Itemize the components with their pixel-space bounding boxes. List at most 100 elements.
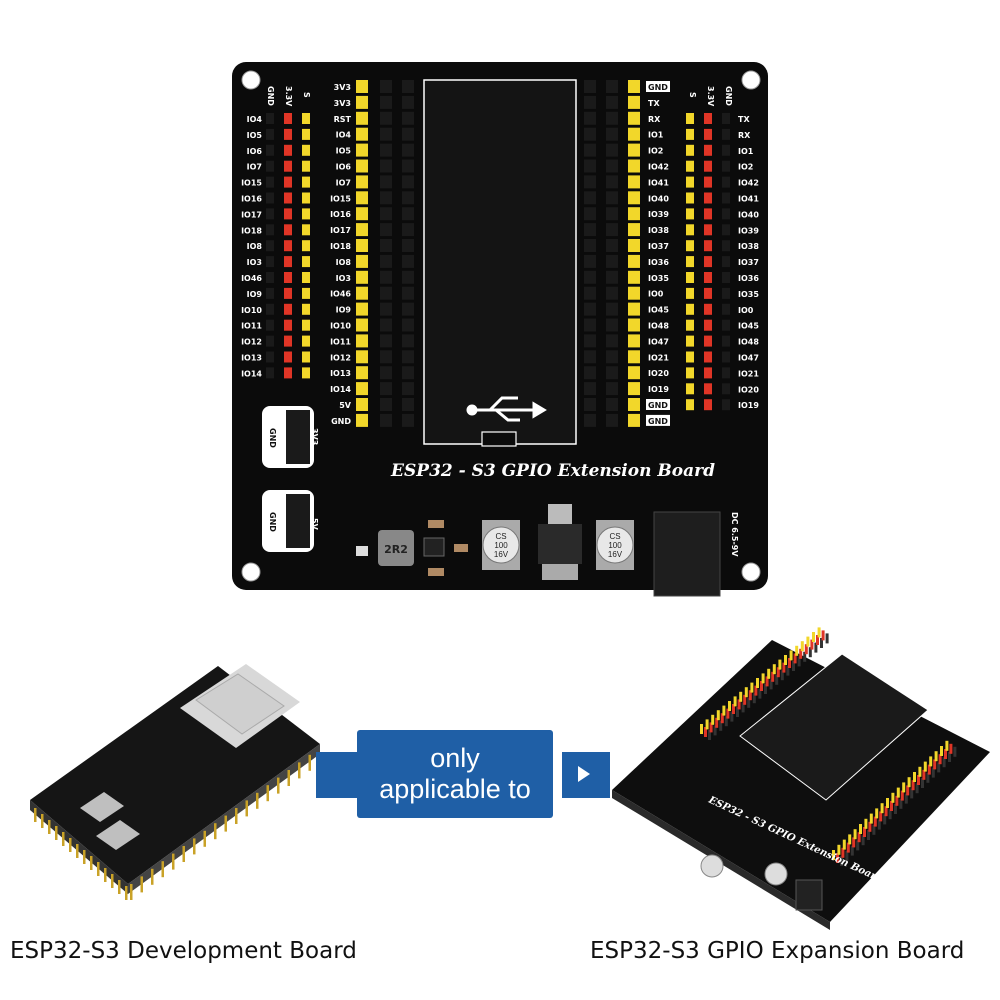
- pin-label-left-inner: 3V3: [334, 99, 351, 108]
- svg-text:3V3: 3V3: [310, 428, 319, 445]
- pin-label-right-outer: IO45: [738, 322, 759, 331]
- socket-pin: [584, 398, 596, 411]
- pin-label-left-inner: IO9: [336, 306, 352, 315]
- pin-label-left-outer: IO14: [241, 369, 262, 378]
- socket-pin: [380, 223, 392, 237]
- pin-signal: [302, 240, 310, 252]
- pin-power: [704, 240, 712, 252]
- pin-label-left-inner: IO5: [336, 147, 352, 156]
- socket-pin: [606, 318, 618, 332]
- pin-signal: [356, 318, 368, 332]
- gnd-label-bg: [646, 81, 670, 92]
- dc-jack-label: DC 6.5-9V: [730, 512, 739, 557]
- pin-signal: [686, 287, 694, 299]
- pin-power: [284, 351, 292, 363]
- exp-pin: [894, 804, 897, 814]
- gold-pin: [90, 856, 93, 870]
- pin-label-right-inner: IO42: [648, 163, 669, 172]
- pin-power: [704, 160, 712, 172]
- socket-pin: [606, 286, 618, 300]
- pin-gnd: [722, 303, 730, 315]
- pin-signal: [628, 223, 640, 237]
- exp-pin: [913, 772, 916, 782]
- pin-label-right-inner: IO35: [648, 274, 669, 283]
- socket-pin: [606, 207, 618, 221]
- gnd-label-bg: [646, 414, 670, 426]
- pin-power: [704, 224, 712, 236]
- gold-pin: [76, 844, 79, 858]
- pin-signal: [302, 208, 310, 220]
- socket-pin: [606, 175, 618, 189]
- pin-signal: [302, 303, 310, 315]
- pin-signal: [302, 256, 310, 268]
- exp-pin: [872, 824, 876, 835]
- pin-gnd: [722, 192, 730, 204]
- pin-label-left-inner: IO6: [336, 163, 352, 172]
- pin-gnd: [266, 335, 274, 347]
- exp-pin: [896, 787, 900, 798]
- pin-signal: [686, 144, 694, 156]
- pin-power: [704, 128, 712, 140]
- pin-signal: [686, 335, 694, 347]
- pin-label-left-inner: RST: [334, 115, 352, 124]
- pin-power: [704, 351, 712, 363]
- exp-pin: [836, 853, 839, 863]
- pin-power: [704, 303, 712, 315]
- pin-gnd: [722, 287, 730, 299]
- exp-pin: [949, 743, 953, 754]
- exp-pin: [884, 806, 888, 817]
- top-board: IO4IO5IO6IO7IO15IO16IO17IO18IO8IO3IO46IO…: [232, 62, 768, 597]
- pin-signal: [302, 351, 310, 363]
- exp-pin: [772, 664, 776, 675]
- exp-pin: [792, 661, 795, 671]
- socket-pin: [584, 95, 596, 109]
- exp-pin: [775, 674, 779, 685]
- pin-signal: [686, 351, 694, 363]
- pin-power: [284, 160, 292, 172]
- pin-label-left-outer: IO5: [247, 131, 263, 140]
- pin-power: [704, 335, 712, 347]
- header-s-left: S: [302, 92, 311, 98]
- socket-pin: [584, 334, 596, 348]
- gold-pin: [203, 830, 206, 847]
- pin-label-left-outer: IO18: [241, 226, 262, 235]
- pin-signal: [628, 366, 640, 380]
- exp-pin: [890, 801, 893, 811]
- pin-gnd: [722, 399, 730, 411]
- pin-signal: [302, 128, 310, 140]
- socket-pin: [402, 159, 414, 173]
- pin-power: [704, 113, 712, 124]
- pin-gnd: [266, 208, 274, 220]
- pin-signal: [356, 80, 368, 93]
- exp-pin: [877, 819, 881, 830]
- pin-power: [284, 192, 292, 204]
- exp-pin: [910, 788, 914, 799]
- pin-power: [284, 272, 292, 283]
- exp-pin: [704, 727, 707, 737]
- pin-signal: [302, 272, 310, 283]
- exp-pin: [788, 658, 791, 668]
- pin-gnd: [266, 319, 274, 331]
- header-gnd-left: GND: [266, 86, 275, 106]
- exp-pin: [732, 704, 735, 714]
- gold-pin: [48, 820, 51, 834]
- connector-bar-left: [316, 752, 358, 798]
- pin-power: [704, 319, 712, 331]
- pin-label-left-outer: IO11: [241, 322, 262, 331]
- exp-pin: [776, 667, 780, 678]
- exp-pin: [837, 844, 841, 855]
- led: [356, 546, 368, 556]
- pin-power: [284, 128, 292, 140]
- dev-board-illustration: [30, 664, 320, 900]
- pin-label-right-outer: IO37: [738, 258, 759, 267]
- pin-power: [284, 367, 292, 379]
- pin-label-right-inner: IO21: [648, 353, 669, 362]
- gold-pin: [62, 832, 65, 846]
- board-title: ESP32 - S3 GPIO Extension Board: [390, 461, 715, 481]
- exp-pin: [867, 830, 870, 840]
- dev-board-pins: [34, 754, 311, 900]
- pin-gnd: [266, 303, 274, 315]
- gold-pin: [55, 826, 58, 840]
- pin-gnd: [722, 240, 730, 252]
- exp-pin: [715, 717, 719, 728]
